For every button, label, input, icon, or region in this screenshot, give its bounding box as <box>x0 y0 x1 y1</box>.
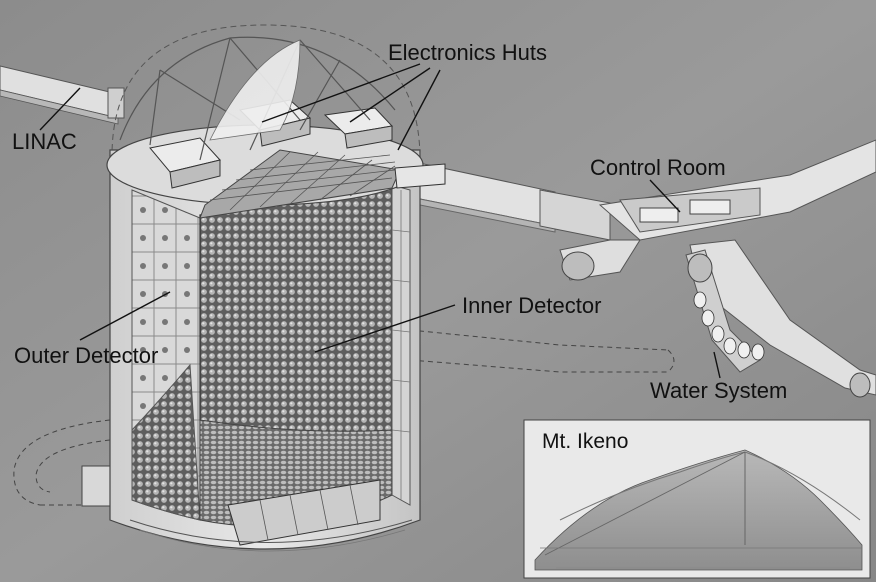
dashed-tunnels <box>13 329 675 506</box>
access-tunnel <box>404 139 876 398</box>
label-inner-detector: Inner Detector <box>462 293 602 318</box>
label-linac: LINAC <box>12 129 77 154</box>
side-room <box>81 465 111 507</box>
label-water-system: Water System <box>650 378 788 403</box>
inset-title: Mt. Ikeno <box>542 430 629 453</box>
inset-mt-ikeno <box>523 419 871 579</box>
tank-top <box>106 36 446 219</box>
tank <box>109 24 421 552</box>
label-electronics-huts: Electronics Huts <box>388 40 547 65</box>
label-outer-detector: Outer Detector <box>14 343 159 368</box>
label-control-room: Control Room <box>590 155 726 180</box>
leader-lines <box>39 63 721 379</box>
linac-tunnel <box>0 65 125 125</box>
